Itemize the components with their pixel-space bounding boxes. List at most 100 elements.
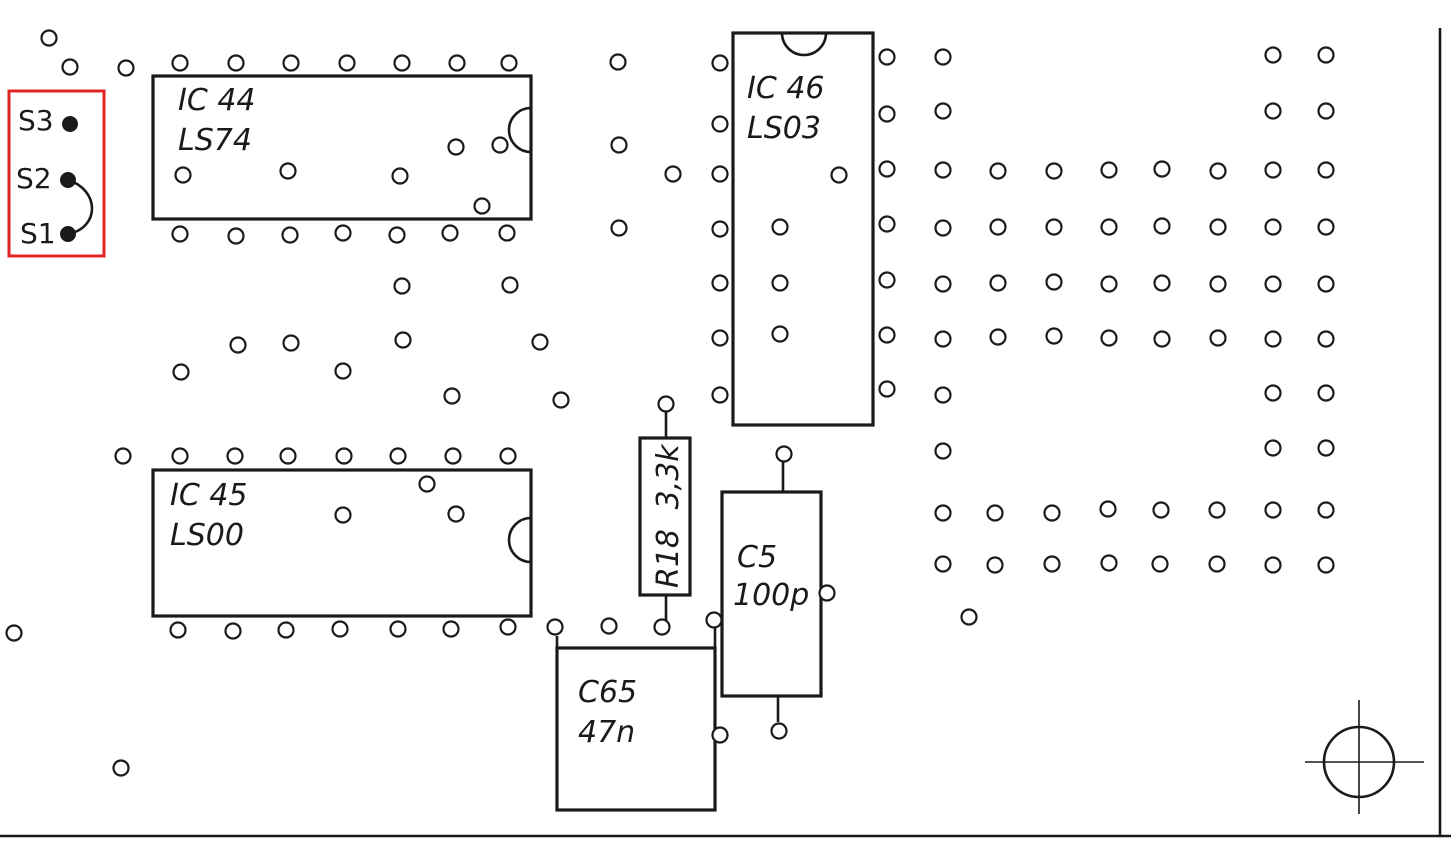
ic46-body	[731, 31, 875, 427]
r18-ref: R18	[651, 529, 686, 588]
solder-pad	[1153, 160, 1171, 178]
solder-pad	[878, 48, 896, 66]
c5[interactable]: C5 100p	[720, 462, 823, 722]
solder-pad	[447, 505, 465, 523]
solder-pad	[934, 161, 952, 179]
ic46[interactable]: IC 46 LS03	[731, 31, 875, 427]
r18[interactable]: R18 3,3k	[638, 412, 692, 620]
solder-pad	[389, 447, 407, 465]
solder-pad	[491, 136, 509, 154]
solder-pad	[227, 227, 245, 245]
ic44-body	[151, 74, 533, 221]
solder-pad	[1209, 275, 1227, 293]
ic45-value: LS00	[170, 518, 244, 553]
solder-pad	[1317, 102, 1335, 120]
solder-pad	[1317, 439, 1335, 457]
solder-pad	[657, 395, 675, 413]
solder-pad	[546, 618, 564, 636]
c65-body	[555, 646, 717, 812]
solder-pad	[40, 29, 58, 47]
solder-pad	[171, 225, 189, 243]
solder-pad	[1264, 556, 1282, 574]
solder-pad	[610, 136, 628, 154]
solder-pad	[393, 54, 411, 72]
solder-pad	[1208, 555, 1226, 573]
solder-pad	[442, 620, 460, 638]
solder-pad	[1209, 162, 1227, 180]
ic44-ref: IC 44	[178, 83, 256, 118]
solder-pad	[1317, 384, 1335, 402]
solder-pad	[391, 167, 409, 185]
solder-pad	[771, 325, 789, 343]
solder-pad	[226, 447, 244, 465]
solder-pad	[335, 447, 353, 465]
solder-pad	[770, 722, 788, 740]
r18-value: 3,3k	[651, 443, 686, 510]
solder-pad	[473, 197, 491, 215]
solder-pad	[499, 618, 517, 636]
solder-pad	[334, 362, 352, 380]
solder-pad	[1317, 275, 1335, 293]
solder-pad	[331, 620, 349, 638]
ic46-ref: IC 46	[747, 71, 825, 106]
jumper-block[interactable]: S3 S2 S1	[7, 89, 106, 258]
c5-ref: C5	[737, 540, 777, 575]
ic44[interactable]: IC 44 LS74	[151, 74, 533, 221]
solder-pad	[711, 726, 729, 744]
solder-pad	[664, 165, 682, 183]
solder-pad	[989, 328, 1007, 346]
solder-pad	[878, 160, 896, 178]
solder-pad	[1209, 218, 1227, 236]
solder-pad	[609, 53, 627, 71]
solder-pad	[878, 215, 896, 233]
ic44-value: LS74	[178, 123, 252, 158]
solder-pad	[1153, 217, 1171, 235]
solder-pad	[1153, 330, 1171, 348]
solder-pad	[1045, 273, 1063, 291]
solder-pad	[1045, 218, 1063, 236]
solder-pad	[1152, 501, 1170, 519]
solder-pad	[1100, 218, 1118, 236]
solder-pad	[552, 391, 570, 409]
solder-pads	[5, 29, 1335, 777]
c5-body	[720, 490, 823, 698]
solder-pad	[114, 447, 132, 465]
solder-pad	[711, 115, 729, 133]
solder-pad	[775, 445, 793, 463]
solder-pad	[171, 447, 189, 465]
solder-pad	[1317, 501, 1335, 519]
solder-pad	[1099, 500, 1117, 518]
solder-pad	[986, 556, 1004, 574]
solder-pad	[989, 162, 1007, 180]
solder-pad	[279, 447, 297, 465]
solder-pad	[1264, 501, 1282, 519]
solder-pad	[989, 218, 1007, 236]
solder-pad	[610, 219, 628, 237]
solder-pad	[501, 276, 519, 294]
ic45[interactable]: IC 45 LS00	[151, 468, 533, 618]
solder-pad	[1264, 46, 1282, 64]
solder-pad	[418, 475, 436, 493]
solder-pad	[1100, 161, 1118, 179]
solder-pad	[444, 447, 462, 465]
solder-pad	[711, 165, 729, 183]
solder-pad	[1317, 218, 1335, 236]
solder-pad	[711, 220, 729, 238]
c65[interactable]: C65 47n	[555, 628, 717, 812]
solder-pad	[1264, 102, 1282, 120]
solder-pad	[934, 330, 952, 348]
jumper-s1-label: S1	[20, 217, 56, 250]
jumper-s3-pad[interactable]	[62, 116, 78, 132]
solder-pad	[224, 622, 242, 640]
solder-pad	[1317, 161, 1335, 179]
ic45-body	[151, 468, 533, 618]
solder-pad	[878, 326, 896, 344]
solder-pad	[1209, 329, 1227, 347]
jumper-s2-label: S2	[16, 162, 52, 195]
solder-pad	[771, 274, 789, 292]
solder-pad	[394, 331, 412, 349]
c65-leads	[555, 628, 717, 648]
solder-pad	[281, 226, 299, 244]
solder-pad	[112, 759, 130, 777]
